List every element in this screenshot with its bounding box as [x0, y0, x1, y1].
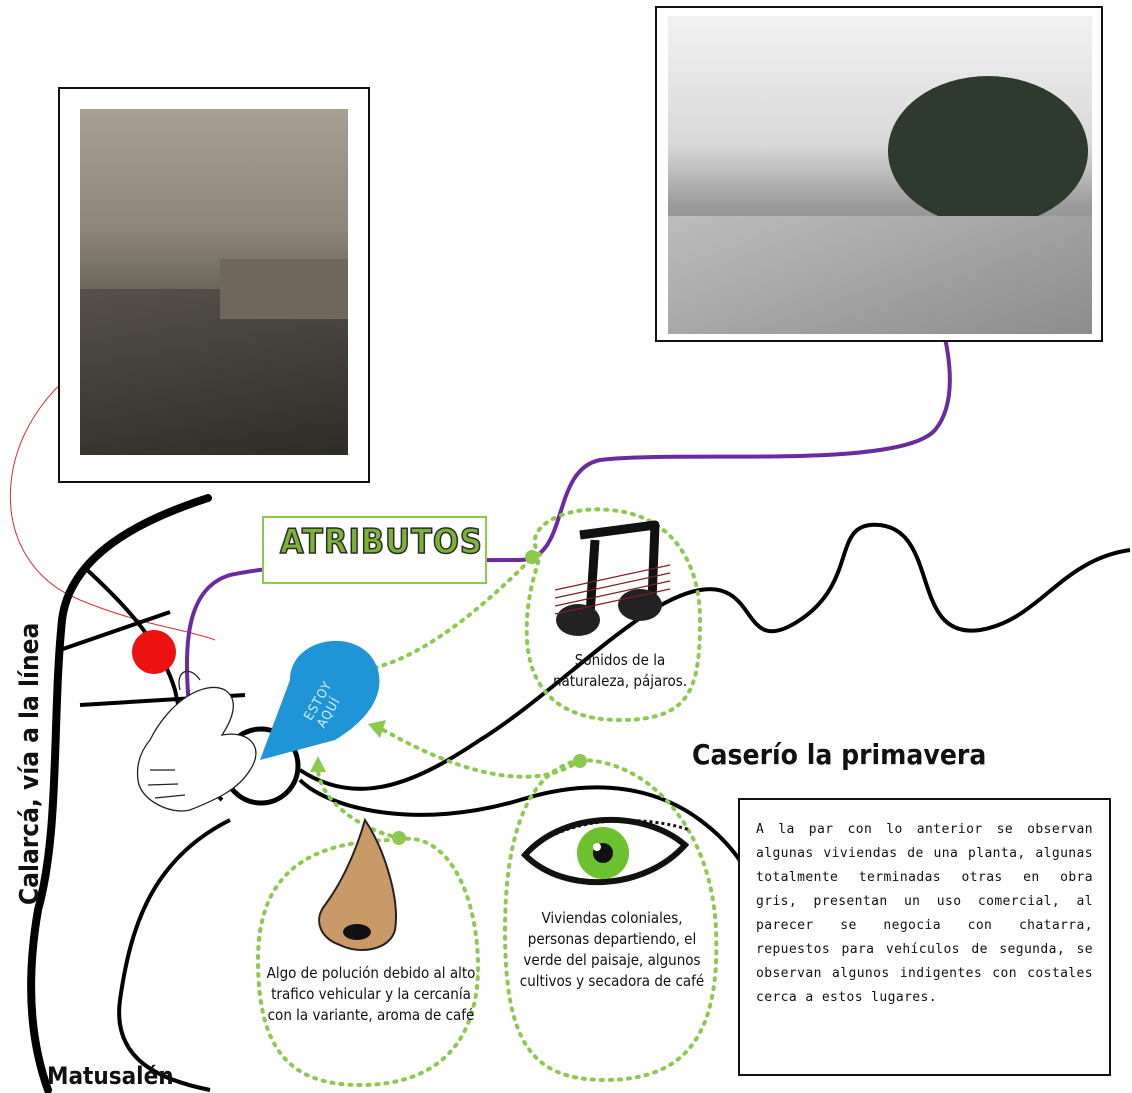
road-caserio: [298, 522, 1131, 791]
atributos-label: ATRIBUTOS: [279, 521, 483, 563]
annotated-photo: [668, 16, 1092, 334]
calarca-label: Calarcá, vía a la línea: [15, 622, 45, 905]
smell-caption: Algo de polución debido al alto trafico …: [266, 964, 476, 1024]
sound-dot: [525, 550, 539, 564]
sight-dot: [573, 754, 587, 768]
road-matusalen: [117, 818, 231, 1092]
hand-sketch: [136, 670, 257, 812]
photo-leader-line: [9, 357, 216, 641]
sight-connector: [378, 726, 582, 779]
eye-icon: [520, 817, 691, 886]
photo-frame-street: [58, 87, 370, 483]
smell-bubble: [255, 836, 481, 1088]
description-box: A la par con lo anterior se observan alg…: [738, 798, 1111, 1076]
smell-connector: [316, 768, 402, 840]
location-pin: [260, 640, 380, 760]
atributos-box: ATRIBUTOS: [262, 516, 487, 584]
music-note-icon: [554, 520, 671, 636]
road-left-main: [27, 494, 212, 1093]
sight-bubble: [502, 757, 719, 1083]
smell-arrow-head: [310, 756, 326, 772]
description-text: A la par con lo anterior se observan alg…: [756, 822, 1093, 1005]
road-south: [298, 778, 762, 901]
street-photo: [80, 109, 348, 455]
matusalen-label: Matusalén: [47, 1062, 174, 1090]
sound-bubble: [524, 507, 703, 723]
sound-caption: Sonidos de la naturaleza, pájaros.: [552, 651, 688, 690]
smell-dot: [392, 831, 406, 845]
nose-icon: [318, 817, 397, 951]
sound-connector: [363, 558, 532, 672]
road-cross-1: [59, 610, 171, 652]
location-marker: [132, 630, 176, 674]
sight-caption: Viviendas coloniales, personas departien…: [519, 909, 705, 990]
sight-arrow-head: [368, 720, 386, 738]
photo-frame-annotated: [655, 6, 1103, 342]
caserio-label: Caserío la primavera: [692, 738, 987, 771]
